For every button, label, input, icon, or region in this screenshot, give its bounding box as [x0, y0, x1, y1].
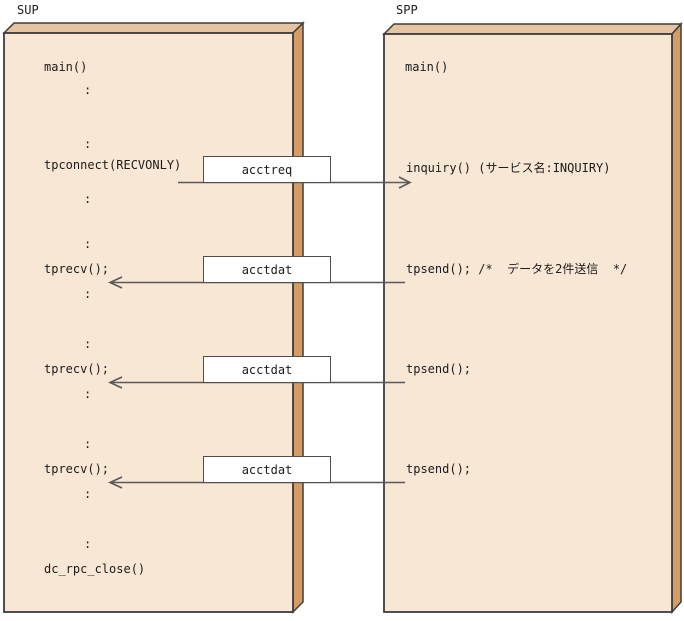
- sup-tpconnect-label: tpconnect(RECVONLY): [44, 158, 182, 172]
- sup-colon: :: [84, 237, 92, 251]
- spp-panel-front-face: [383, 33, 673, 613]
- sup-tprecv-label-2: tprecv();: [44, 362, 110, 376]
- sup-tprecv-label-1: tprecv();: [44, 262, 110, 276]
- message-label-acctdat-1: acctdat: [203, 256, 331, 283]
- message-label-text: acctdat: [241, 262, 293, 277]
- sup-colon: :: [84, 487, 92, 501]
- sup-colon: :: [84, 337, 92, 351]
- arrowhead-left-icon: [108, 376, 123, 389]
- sup-colon: :: [84, 437, 92, 451]
- sup-colon: :: [84, 387, 92, 401]
- arrowhead-left-icon: [108, 476, 123, 489]
- sup-colon: :: [84, 537, 92, 551]
- sup-main-label: main(): [44, 60, 88, 74]
- sup-colon: :: [84, 287, 92, 301]
- spp-tpsend-label-3: tpsend();: [406, 462, 472, 476]
- spp-title: SPP: [396, 3, 418, 17]
- spp-tpsend-label-1: tpsend(); /* データを2件送信 */: [406, 262, 628, 276]
- spp-main-label: main(): [405, 60, 449, 74]
- sup-title: SUP: [17, 3, 39, 17]
- sup-panel-front-face: [3, 32, 294, 613]
- arrowhead-left-icon: [108, 276, 123, 289]
- spp-inquiry-label: inquiry() (サービス名:INQUIRY): [406, 161, 611, 175]
- arrowhead-right-icon: [398, 176, 412, 189]
- spp-panel-group: [382, 22, 683, 614]
- sup-colon: :: [84, 83, 92, 97]
- message-label-text: acctreq: [241, 162, 293, 177]
- message-label-acctreq: acctreq: [203, 156, 331, 183]
- message-label-text: acctdat: [241, 462, 293, 477]
- sup-tprecv-label-3: tprecv();: [44, 462, 110, 476]
- sup-colon: :: [84, 192, 92, 206]
- message-label-acctdat-3: acctdat: [203, 456, 331, 483]
- message-label-acctdat-2: acctdat: [203, 356, 331, 383]
- sup-panel-group: [2, 21, 305, 614]
- spp-tpsend-label-2: tpsend();: [406, 362, 472, 376]
- message-label-text: acctdat: [241, 362, 293, 377]
- sup-dc-rpc-close-label: dc_rpc_close(): [44, 562, 146, 576]
- sup-colon: :: [84, 137, 92, 151]
